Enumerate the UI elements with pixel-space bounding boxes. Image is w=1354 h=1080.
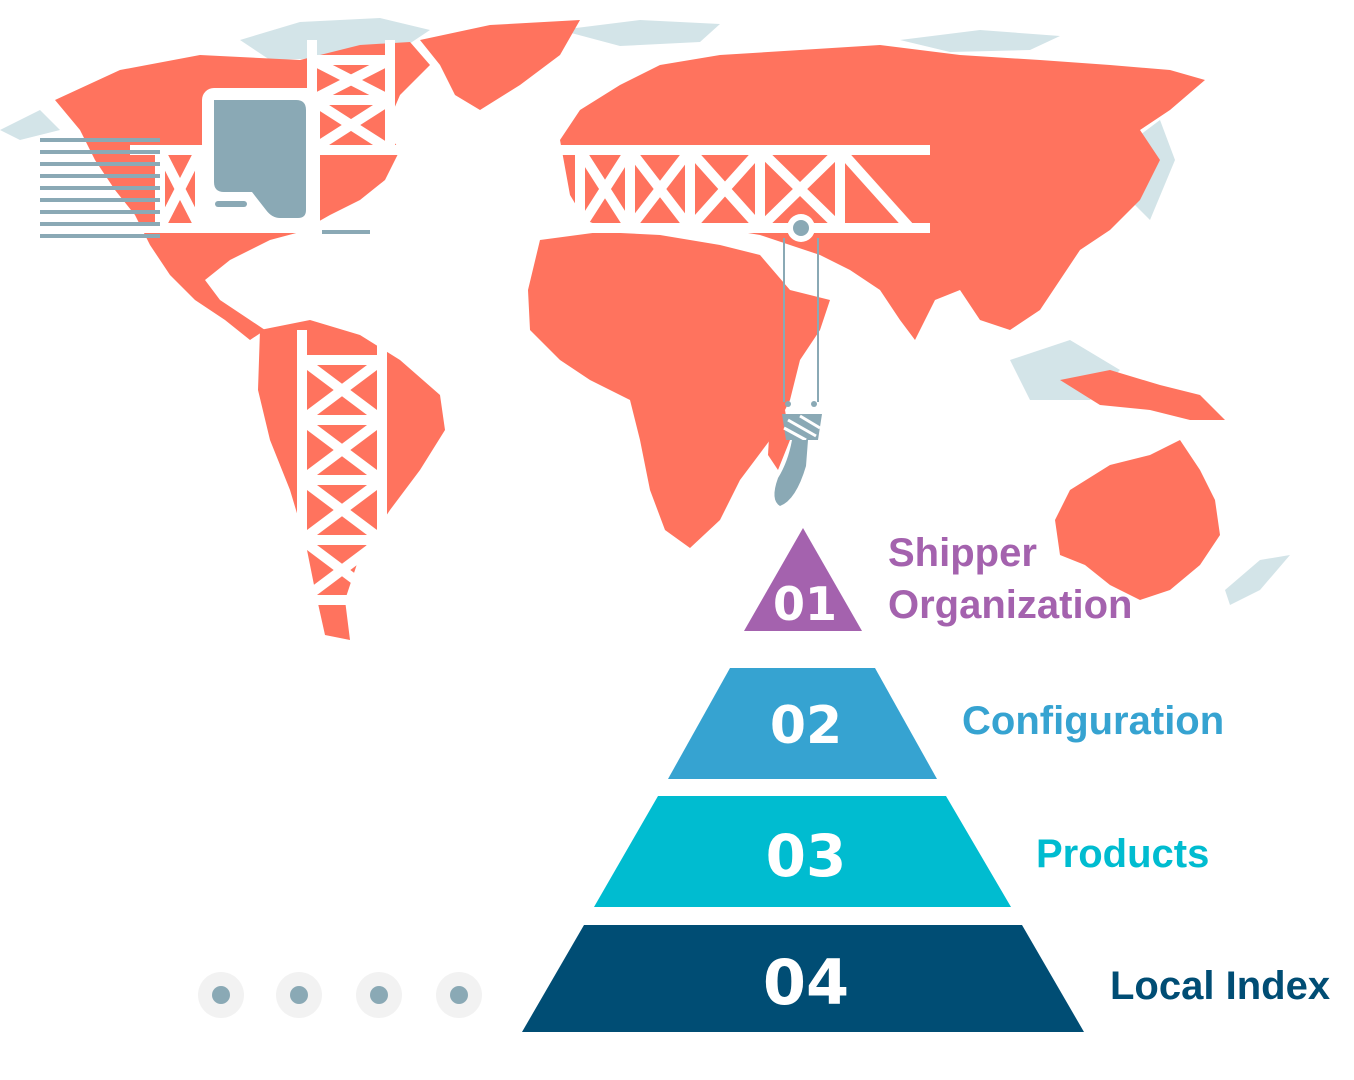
level-01-label-line2: Organization — [888, 583, 1132, 627]
level-02: 02 Configuration — [668, 668, 1224, 779]
pagination-dot-2[interactable] — [276, 972, 322, 1018]
level-02-number: 02 — [770, 696, 842, 756]
pagination-dots — [198, 972, 488, 1020]
crane-hook — [774, 214, 822, 506]
level-01-shape — [744, 528, 862, 631]
southeast-asia — [1060, 370, 1225, 420]
crane-counterweight — [40, 138, 370, 238]
level-03-shape — [594, 796, 1011, 907]
pagination-dot-1[interactable] — [198, 972, 244, 1018]
level-03-label: Products — [1036, 832, 1209, 876]
level-03: 03 Products — [594, 796, 1209, 907]
crane-mast — [297, 40, 395, 605]
level-03-number: 03 — [766, 822, 847, 890]
level-02-label: Configuration — [962, 699, 1224, 743]
level-04: 04 Local Index — [522, 925, 1330, 1032]
australia — [1055, 440, 1220, 600]
crane-cab — [202, 88, 320, 233]
level-02-shape — [668, 668, 937, 779]
pyramid: 01 Shipper Organization 02 Configuration… — [522, 528, 1330, 1032]
africa — [528, 232, 830, 548]
level-04-label: Local Index — [1110, 964, 1330, 1008]
pagination-dot-3[interactable] — [356, 972, 402, 1018]
pagination-dot-4[interactable] — [436, 972, 482, 1018]
greenland — [420, 20, 580, 110]
world-map — [0, 18, 1290, 640]
level-04-number: 04 — [763, 946, 849, 1019]
level-01: 01 Shipper Organization — [744, 528, 1132, 631]
level-01-label: Shipper — [888, 531, 1037, 575]
level-01-number: 01 — [773, 577, 837, 631]
level-04-shape — [522, 925, 1084, 1032]
